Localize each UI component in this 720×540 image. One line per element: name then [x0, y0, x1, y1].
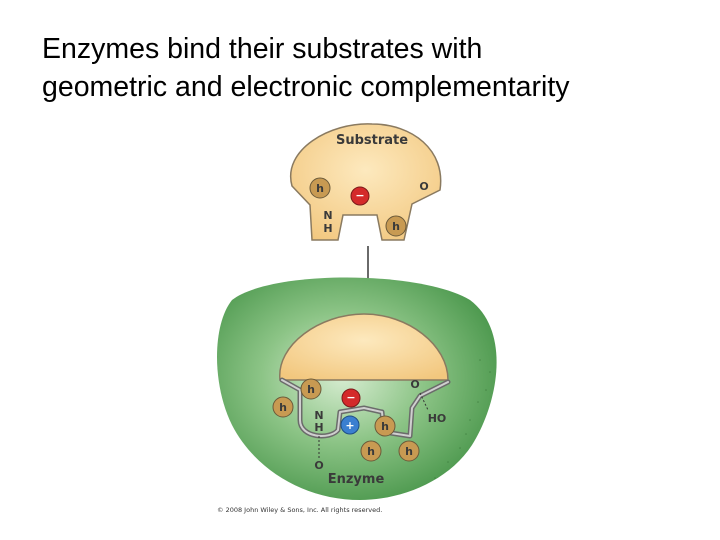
enzyme-label: Enzyme: [328, 472, 385, 487]
pocket-hydrophobic-bottom-label: h: [367, 445, 375, 458]
substrate-amine-n: N: [323, 209, 332, 222]
pocket-hydrophobic-bottom-right-label: h: [405, 445, 413, 458]
title-line-1: Enzymes bind their substrates with: [42, 33, 483, 65]
enzyme-acceptor-oxygen: O: [314, 459, 323, 472]
binding-pocket-inner: [281, 379, 449, 437]
pocket-hydrophobic-bottom: [360, 440, 382, 462]
substrate-negative-charge: [350, 186, 370, 206]
bound-substrate-hydrophobic-right: [374, 415, 396, 437]
enzyme-body: [217, 277, 497, 500]
substrate-body: [289, 123, 442, 241]
substrate-hydrophobic-left: [309, 177, 331, 199]
substrate-hydrophobic-left-label: h: [316, 182, 324, 195]
bound-substrate-hydrophobic-left-label: h: [307, 383, 315, 396]
bound-substrate-hydrophobic-right-label: h: [381, 420, 389, 433]
substrate-hydrophobic-right: [385, 215, 407, 237]
bound-substrate-oxygen: O: [410, 378, 419, 391]
bound-substrate-amine-h: H: [314, 421, 323, 434]
title-line-2: geometric and electronic complementarity: [42, 71, 570, 103]
hydrogen-bond-o: [419, 392, 429, 411]
slide-title: Enzymes bind their substrates with geome…: [42, 30, 702, 106]
copyright-notice: © 2008 John Wiley & Sons, Inc. All right…: [217, 506, 383, 514]
bound-substrate-hydrophobic-left: [300, 378, 322, 400]
pocket-positive-charge: [340, 415, 360, 435]
pocket-positive-charge-label: +: [345, 419, 354, 432]
bound-substrate-body: [279, 313, 449, 381]
enzyme-texture: [434, 359, 491, 479]
substrate-amine-h: H: [323, 222, 332, 235]
enzyme-complex: h − O N H h h + h h HO O Enzyme: [217, 277, 497, 500]
substrate-hydrophobic-right-label: h: [392, 220, 400, 233]
free-substrate: Substrate h − O N H h: [289, 123, 442, 241]
bound-substrate-negative-charge: [341, 388, 361, 408]
pocket-hydrophobic-bottom-right: [398, 440, 420, 462]
substrate-label: Substrate: [336, 133, 408, 148]
bound-substrate-amine-n: N: [314, 409, 323, 422]
bound-substrate-negative-charge-label: −: [346, 391, 355, 404]
pocket-hydrophobic-left-label: h: [279, 401, 287, 414]
pocket-hydrophobic-left: [272, 396, 294, 418]
substrate-negative-charge-label: −: [355, 189, 364, 202]
enzyme-hydroxyl: HO: [428, 412, 447, 425]
substrate-oxygen: O: [419, 180, 428, 193]
